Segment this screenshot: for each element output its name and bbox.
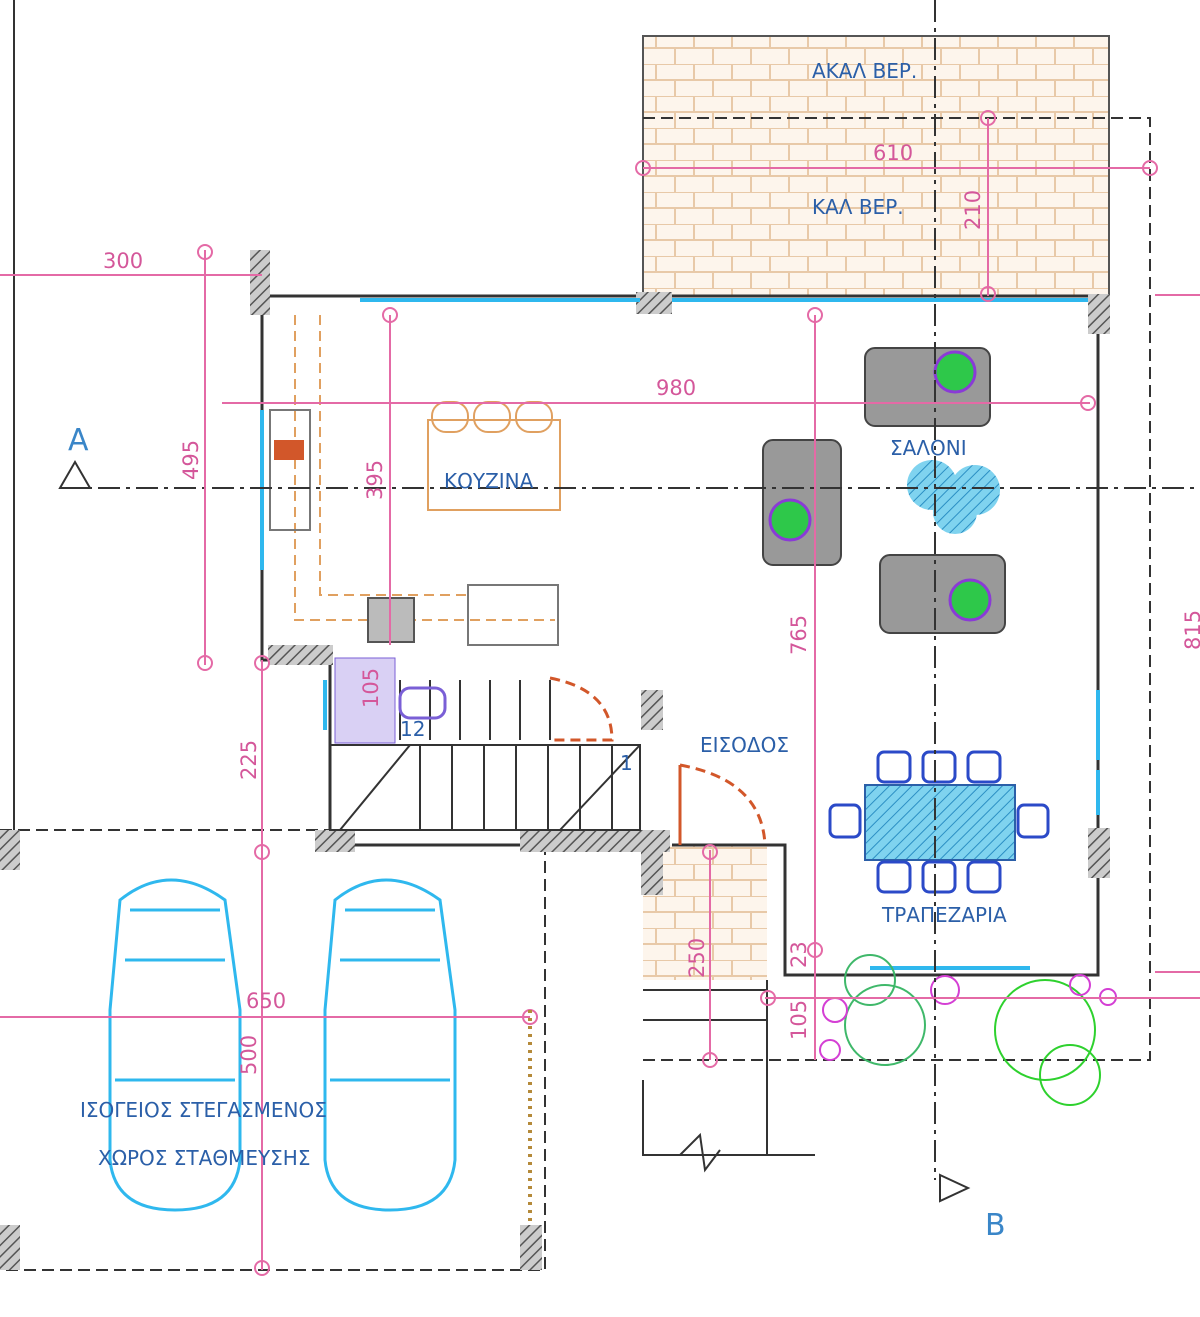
dim-entry-depth: 250 <box>685 938 709 978</box>
dim-parking-width: 650 <box>246 989 286 1013</box>
dim-wc: 105 <box>359 668 383 708</box>
entrance-door <box>679 763 767 846</box>
stair-end-mark: 12 <box>400 717 425 741</box>
section-a-marker-icon <box>58 459 92 489</box>
label-living-room: ΣΑΛΟΝΙ <box>890 436 967 460</box>
label-dining-room: ΤΡΑΠΕΖΑΡΙΑ <box>881 903 1007 927</box>
dim-small-a: 23 <box>787 941 811 968</box>
entry-porch <box>643 845 767 980</box>
cushions <box>768 350 992 622</box>
section-b-label: B <box>985 1208 1006 1243</box>
coffee-table <box>907 460 1000 534</box>
dim-house-width: 980 <box>656 376 696 400</box>
dim-parking-depth: 500 <box>237 1035 261 1075</box>
label-unroofed-veranda: ΑΚΑΛ ΒΕΡ. <box>812 59 917 83</box>
sink-icon <box>269 409 311 531</box>
roof-outline <box>643 117 1151 1061</box>
dim-right-edge: 815 <box>1181 610 1200 650</box>
dim-living-height: 765 <box>787 615 811 655</box>
toilet-icon <box>398 686 447 720</box>
parking-outline <box>0 829 546 1271</box>
dim-lower-left: 225 <box>237 740 261 780</box>
dim-veranda-width: 610 <box>873 141 913 165</box>
plants <box>819 954 1117 1106</box>
dim-kitchen-height: 395 <box>363 460 387 500</box>
door <box>549 676 614 742</box>
stove-icon <box>274 440 304 460</box>
label-kitchen: ΚΟΥΖΙΝΑ <box>444 469 534 493</box>
section-a-label: A <box>68 423 89 458</box>
dim-garden-depth: 105 <box>787 1000 811 1040</box>
dim-veranda-depth: 210 <box>961 190 985 230</box>
dining-table <box>828 750 1050 894</box>
dimension-lines <box>0 110 1200 1276</box>
dim-left-height: 495 <box>179 440 203 480</box>
cars <box>108 878 457 1212</box>
label-parking-line1: ΙΣΟΓΕΙΟΣ ΣΤΕΓΑΣΜΕΝΟΣ <box>80 1098 327 1122</box>
dim-left-top: 300 <box>103 249 143 273</box>
label-parking-line2: ΧΩΡΟΣ ΣΤΑΘΜΕΥΣΗΣ <box>98 1146 310 1170</box>
label-entrance: ΕΙΣΟΔΟΣ <box>700 733 789 757</box>
kitchen-counter <box>294 315 561 646</box>
steps <box>642 980 815 1173</box>
wc <box>334 657 396 744</box>
label-roofed-veranda: ΚΑΛ ΒΕΡ. <box>812 195 904 219</box>
stair-start-mark: 1 <box>620 751 633 775</box>
section-b-marker-icon <box>939 1173 971 1203</box>
